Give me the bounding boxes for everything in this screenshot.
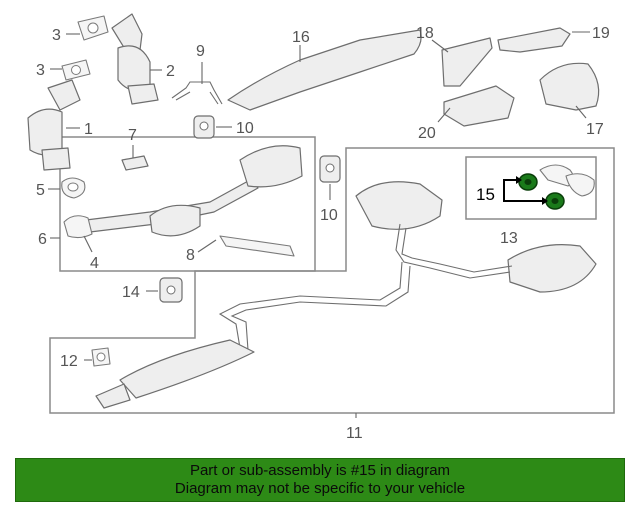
insulator-part-15-lower — [545, 192, 565, 210]
gasket-part-3-top — [77, 15, 109, 41]
callout-15: 15 — [476, 185, 495, 204]
part-15-leader — [503, 176, 548, 205]
gasket-part-12 — [91, 347, 111, 367]
group-box-11 — [49, 147, 615, 414]
callout-20: 20 — [418, 125, 436, 142]
hanger-part-10-upper — [193, 115, 215, 139]
banner-line-2: Diagram may not be specific to your vehi… — [174, 480, 466, 497]
part-13-components — [539, 164, 595, 197]
heat-shield-part-20 — [443, 85, 515, 127]
callout-3-bottom: 3 — [36, 62, 45, 79]
exhaust-system-diagram: 1 2 3 3 4 5 6 7 8 9 10 10 11 12 13 14 15… — [27, 13, 615, 442]
callout-18: 18 — [416, 25, 434, 42]
gasket-part-3-bottom — [61, 59, 91, 81]
hanger-part-14 — [159, 277, 183, 303]
callout-7: 7 — [128, 127, 137, 144]
callout-16: 16 — [292, 29, 310, 46]
callout-14: 14 — [122, 284, 140, 301]
heat-shield-part-18 — [441, 37, 493, 87]
hanger-part-10-lower — [319, 155, 341, 183]
callout-1: 1 — [84, 121, 93, 138]
heat-shield-part-8 — [219, 235, 295, 257]
callout-13: 13 — [500, 230, 518, 247]
gasket-part-4 — [63, 215, 93, 239]
catalytic-converter-part-2 — [111, 13, 159, 105]
callout-4: 4 — [90, 255, 99, 272]
banner-line-1: Part or sub-assembly is #15 in diagram — [189, 462, 451, 479]
exhaust-assembly-part-11 — [95, 181, 597, 409]
callout-10-upper: 10 — [236, 120, 254, 137]
gasket-part-5 — [61, 177, 86, 199]
heat-shield-part-16 — [227, 29, 422, 111]
heat-shield-part-19 — [497, 27, 571, 53]
converter-pipe-part-6 — [85, 145, 303, 237]
callout-9: 9 — [196, 43, 205, 60]
callout-6: 6 — [38, 231, 47, 248]
group-box-13 — [465, 156, 597, 220]
callout-8: 8 — [186, 247, 195, 264]
info-banner: Part or sub-assembly is #15 in diagram D… — [15, 458, 625, 502]
callout-19: 19 — [592, 25, 610, 42]
heat-shield-part-17 — [539, 62, 600, 111]
callout-17: 17 — [586, 121, 604, 138]
callout-10-lower: 10 — [320, 207, 338, 224]
callout-2: 2 — [166, 63, 175, 80]
callout-11: 11 — [346, 425, 363, 442]
callout-3-top: 3 — [52, 27, 61, 44]
callout-5: 5 — [36, 182, 45, 199]
leader-lines — [48, 31, 590, 418]
bracket-part-9 — [171, 81, 223, 105]
insulator-part-15-upper — [518, 173, 538, 191]
callout-12: 12 — [60, 353, 78, 370]
catalytic-converter-part-1 — [27, 79, 81, 171]
clip-part-7 — [121, 155, 149, 171]
